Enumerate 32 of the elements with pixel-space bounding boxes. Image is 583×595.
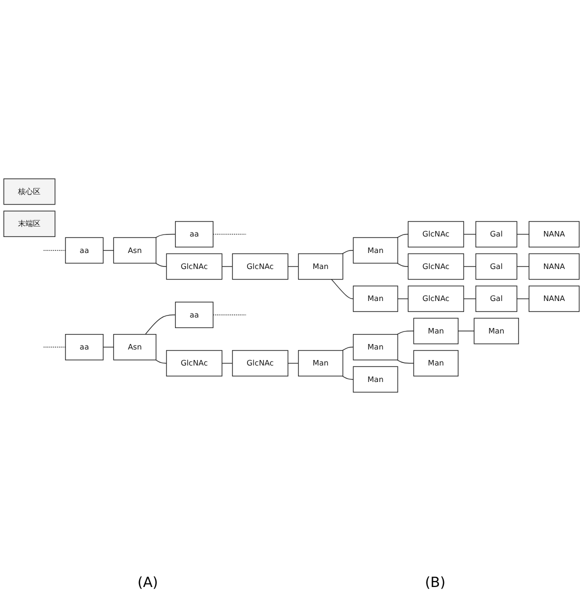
panel-label: (B) xyxy=(424,575,446,591)
connector xyxy=(43,250,66,251)
connector xyxy=(463,298,476,300)
connector xyxy=(288,266,299,267)
connector xyxy=(222,362,233,364)
connector xyxy=(516,234,530,235)
connector xyxy=(463,234,476,235)
connector xyxy=(396,360,414,364)
connector xyxy=(155,262,167,267)
connector xyxy=(516,266,530,267)
connector xyxy=(222,266,233,267)
connector xyxy=(212,314,246,316)
connector xyxy=(458,330,474,332)
connector xyxy=(396,330,414,335)
connector xyxy=(144,314,176,335)
connector xyxy=(331,278,354,300)
connector xyxy=(516,298,530,300)
connector xyxy=(212,234,246,235)
connector xyxy=(102,250,114,251)
panel-label: (A) xyxy=(137,575,158,591)
connector xyxy=(155,234,176,238)
connector xyxy=(396,234,409,238)
connector xyxy=(342,250,354,254)
connector xyxy=(463,266,476,267)
connector xyxy=(397,298,409,300)
connector xyxy=(43,346,66,348)
connector xyxy=(396,262,409,267)
connector xyxy=(102,346,114,348)
connector xyxy=(342,346,354,351)
connector xyxy=(288,362,299,364)
connector xyxy=(342,376,354,380)
connector xyxy=(155,360,167,364)
